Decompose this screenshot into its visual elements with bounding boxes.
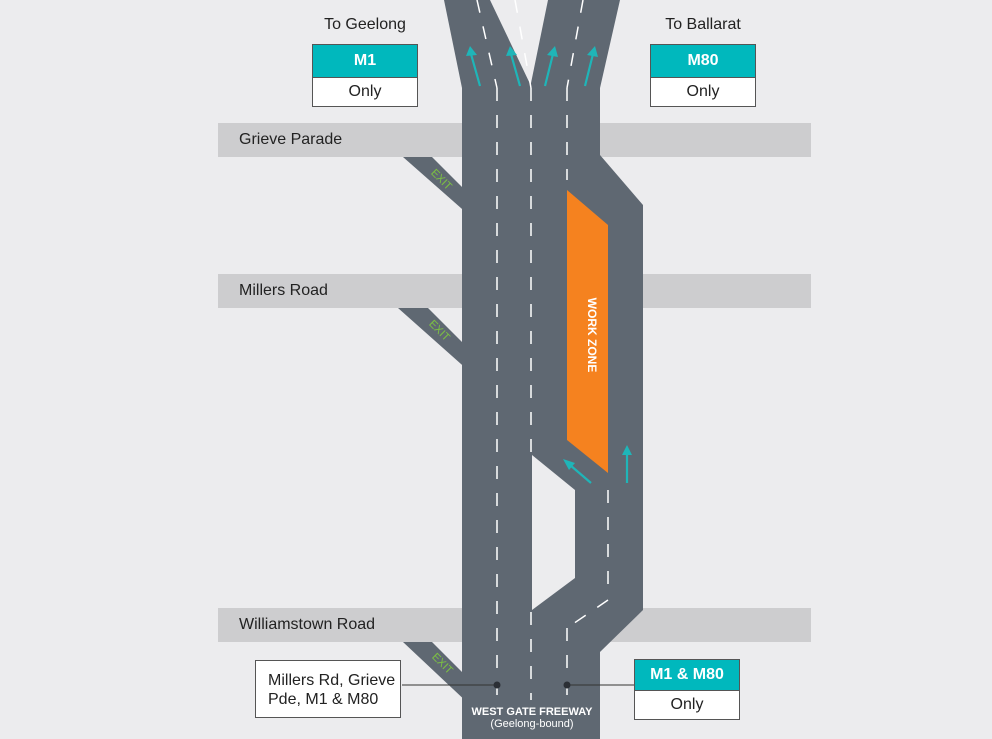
sign-route: M1 & M80 bbox=[635, 660, 739, 690]
sign-m1-m80-only: M1 & M80 Only bbox=[634, 659, 740, 720]
sign-note: Only bbox=[635, 690, 739, 719]
sign-note: Only bbox=[313, 77, 417, 106]
road-label-millers-road: Millers Road bbox=[239, 282, 328, 299]
sign-route: M80 bbox=[651, 45, 755, 77]
direction-arrows bbox=[466, 46, 632, 484]
exit-ramp-grieve-parade bbox=[403, 157, 470, 216]
sign-m1-only: M1 Only bbox=[312, 44, 418, 107]
lane-dot-left bbox=[493, 681, 501, 689]
freeway-name: WEST GATE FREEWAY bbox=[471, 706, 593, 718]
sign-m80-only: M80 Only bbox=[650, 44, 756, 107]
sign-note: Only bbox=[651, 77, 755, 106]
destination-geelong-label: To Geelong bbox=[324, 16, 406, 33]
detour-carriageway bbox=[600, 155, 643, 652]
exit-ramp-williamstown-road bbox=[403, 642, 470, 705]
exit-ramp-millers-road bbox=[398, 308, 470, 372]
road-label-williamstown-road: Williamstown Road bbox=[239, 616, 376, 633]
lane-dot-right bbox=[563, 681, 571, 689]
destination-ballarat-label: To Ballarat bbox=[665, 16, 741, 33]
work-zone-text: WORK ZONE bbox=[585, 298, 599, 373]
work-zone-area bbox=[567, 190, 608, 473]
branch-ballarat bbox=[530, 0, 620, 88]
median-island bbox=[532, 455, 575, 610]
branch-geelong bbox=[444, 0, 532, 88]
freeway-label: WEST GATE FREEWAY (Geelong-bound) bbox=[462, 706, 602, 730]
road-label-grieve-parade: Grieve Parade bbox=[239, 131, 343, 148]
lane-callout-left: Millers Rd, Grieve Pde, M1 & M80 bbox=[255, 660, 401, 718]
freeway-direction: (Geelong-bound) bbox=[490, 718, 574, 730]
sign-route: M1 bbox=[313, 45, 417, 77]
exit-labels: EXIT EXIT EXIT bbox=[426, 167, 455, 677]
